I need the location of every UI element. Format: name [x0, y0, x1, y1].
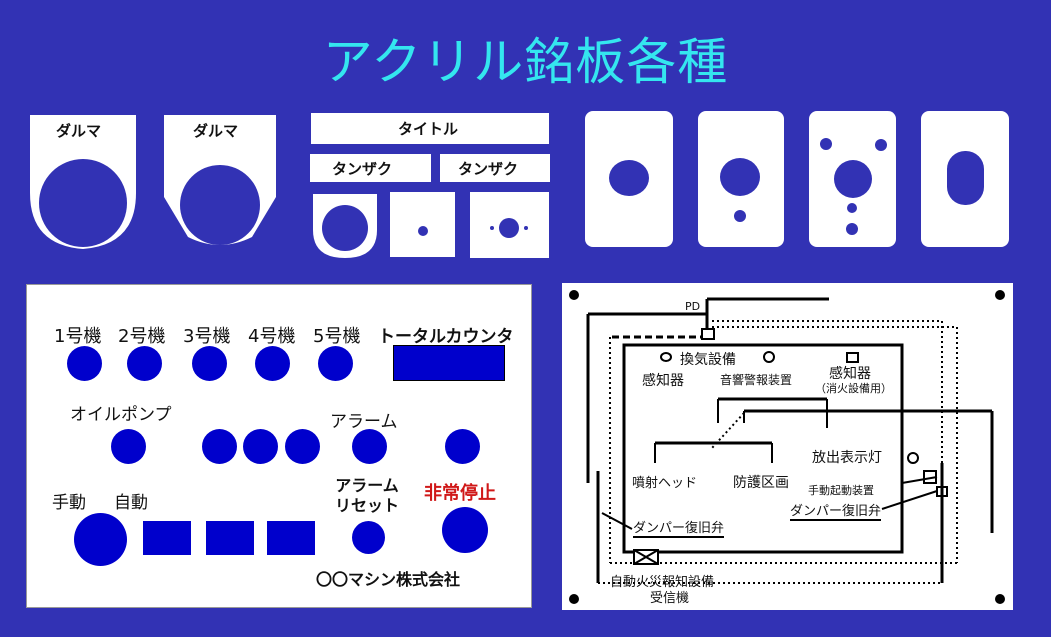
plate-hole: [609, 160, 649, 196]
detector2-label: 感知器: [829, 366, 871, 382]
emergency-stop-label: 非常停止: [424, 483, 496, 504]
machine-label-1: 1号機: [54, 326, 102, 347]
plate-hole: [834, 160, 872, 198]
pump-lamp: [202, 429, 237, 464]
spray-head-label: 噴射ヘッド: [632, 476, 698, 491]
ventilation-label: 換気設備: [680, 352, 736, 368]
auto-button-1: [143, 521, 191, 555]
emergency-stop-button: [442, 507, 488, 553]
round-bottom-plate: [313, 194, 377, 258]
auto-label: 自動: [114, 493, 148, 513]
machine-lamp-1: [67, 346, 102, 381]
oil-pump-lamp: [111, 429, 146, 464]
total-counter-window: [393, 345, 505, 381]
page-title: アクリル銘板各種: [322, 33, 729, 91]
detector2-sub-label: （消火設備用）: [815, 382, 892, 395]
detector-label: 感知器: [642, 373, 684, 389]
plate-hole: [720, 158, 760, 196]
machine-lamp-2: [127, 346, 162, 381]
tanzaku-label-1: タンザク: [332, 160, 393, 178]
alarm-lamp-right: [445, 429, 480, 464]
alarm-reset-button: [352, 521, 385, 554]
plate-hole: [875, 139, 887, 151]
daruma-label-2: ダルマ: [193, 122, 239, 140]
tanzaku-label-2: タンザク: [458, 160, 519, 178]
alarm-reset-label: アラーム リセット: [335, 476, 400, 515]
alarm-label: アラーム: [330, 412, 398, 432]
damper-reset-label-2: ダンパー復旧弁: [633, 517, 725, 538]
protected-zone-label: 防護区画: [733, 475, 789, 491]
plate-hole: [490, 226, 494, 230]
plate-hole: [418, 226, 428, 236]
fire-panel-diagram: [569, 290, 1005, 604]
machine-label-3: 3号機: [183, 326, 231, 347]
machine-lamp-5: [318, 346, 353, 381]
oil-pump-label: オイルポンプ: [70, 405, 172, 425]
machine-label-2: 2号機: [118, 326, 166, 347]
machine-lamp-3: [192, 346, 227, 381]
auto-button-2: [206, 521, 254, 555]
receiver-label-2: 受信機: [650, 591, 690, 606]
daruma-plate-2: [164, 115, 276, 245]
machine-lamp-4: [255, 346, 290, 381]
plate-hole: [846, 223, 858, 235]
machine-label-4: 4号機: [248, 326, 296, 347]
discharge-lamp-label: 放出表示灯: [812, 450, 882, 466]
auto-button-3: [267, 521, 315, 555]
plate-hole: [734, 210, 746, 222]
receiver-label-1: 自動火災報知設備: [610, 575, 715, 590]
alarm-lamp: [352, 429, 387, 464]
pump-lamp: [285, 429, 320, 464]
title-plate-label: タイトル: [398, 120, 459, 138]
daruma-label-1: ダルマ: [56, 122, 102, 140]
daruma-plate-1: [30, 115, 136, 249]
acoustic-alarm-label: 音響警報装置: [720, 373, 793, 387]
pd-label: PD: [685, 300, 701, 313]
machine-label-5: 5号機: [313, 326, 361, 347]
plate-hole: [524, 226, 528, 230]
plate-hole: [820, 138, 832, 150]
small-plate-1: [390, 192, 455, 257]
plate-hole: [499, 218, 519, 238]
pump-lamp: [243, 429, 278, 464]
manual-start-label: 手動起動装置: [808, 484, 874, 497]
plate-hole: [847, 203, 857, 213]
tanzaku-plate-1: [310, 154, 431, 182]
tanzaku-plate-2: [440, 154, 550, 182]
damper-reset-label-1: ダンパー復旧弁: [790, 500, 882, 521]
title-plate: [311, 113, 549, 144]
company-name: 〇〇マシン株式会社: [316, 570, 461, 589]
manual-auto-switch: [74, 513, 127, 566]
total-counter-label: トータルカウンタ: [378, 327, 514, 347]
manual-label: 手動: [52, 493, 86, 513]
oval-hole: [947, 151, 984, 205]
